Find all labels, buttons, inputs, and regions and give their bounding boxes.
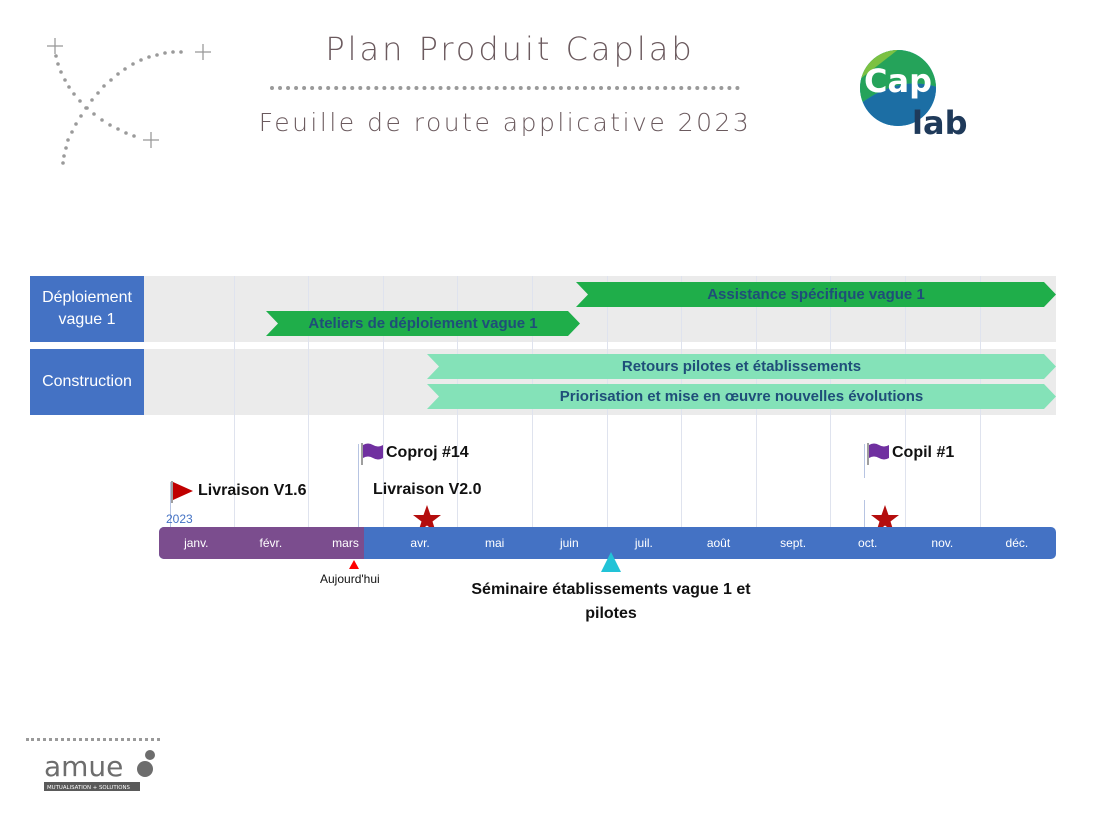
page-title: Plan Produit Caplab — [325, 30, 695, 68]
timeline-month-label: déc. — [1005, 536, 1029, 550]
purple-flag-icon — [361, 443, 383, 465]
bar-assistance-specifique[interactable]: Assistance spécifique vague 1 — [576, 282, 1056, 307]
timeline-month-label: sept. — [780, 536, 807, 550]
page-subtitle: Feuille de route applicative 2023 — [258, 108, 752, 137]
milestone-label-seminaire: Séminaire établissements vague 1 et pilo… — [471, 581, 751, 622]
milestone-line-coproj — [358, 444, 359, 527]
lane-label-construction: Construction — [30, 349, 144, 415]
purple-flag-icon — [867, 443, 889, 465]
milestone-label-coproj: Coproj #14 — [386, 444, 469, 461]
red-star-icon — [871, 505, 899, 532]
caplab-logo-top-text: Cap — [864, 62, 932, 100]
timeline-month-label: avr. — [410, 536, 430, 550]
timeline-elapsed-segment — [159, 527, 364, 559]
bar-retours-pilotes[interactable]: Retours pilotes et établissements — [427, 354, 1056, 379]
amue-tagline-text: MUTUALISATION + SOLUTIONS — [47, 785, 131, 791]
month-grid-line — [308, 276, 310, 527]
caplab-logo-bottom-text: lab — [912, 104, 967, 140]
bar-priorisation-evolutions[interactable]: Priorisation et mise en œuvre nouvelles … — [427, 384, 1056, 409]
red-flag-icon — [171, 481, 193, 503]
timeline-month-label: août — [706, 536, 731, 550]
timeline-month-label: janv. — [184, 536, 209, 550]
timeline-month-label: juin — [559, 536, 579, 550]
timeline-month-label: mai — [485, 536, 505, 550]
milestone-line-livraison-v16 — [170, 482, 171, 527]
red-star-icon — [413, 505, 441, 532]
timeline-month-label: oct. — [858, 536, 878, 550]
milestone-line-copil — [864, 444, 865, 478]
amue-logo: amue MUTUALISATION + SOLUTIONS — [44, 750, 155, 791]
milestone-label-livraison-v20: Livraison V2.0 — [373, 481, 482, 498]
footer-dotted-rule — [26, 738, 160, 741]
today-label: Aujourd'hui — [320, 572, 380, 586]
milestone-line-copil-lower — [864, 500, 865, 527]
timeline-year-label: 2023 — [166, 512, 193, 526]
timeline-month-label: juil. — [634, 536, 653, 550]
timeline-bar: janv. févr. mars avr. mai juin juil. août sept. o… — [159, 527, 1056, 559]
today-marker-icon — [349, 560, 359, 569]
amue-logo-text: amue — [44, 750, 123, 783]
cyan-triangle-icon — [601, 552, 621, 572]
timeline-month-label: mars — [332, 536, 359, 550]
lane-label-deploiement: Déploiement vague 1 — [30, 276, 144, 342]
title-divider — [270, 86, 740, 90]
decorative-dots-graphic — [47, 38, 211, 165]
month-grid-line — [382, 276, 384, 527]
caplab-logo: Cap lab — [860, 50, 967, 140]
milestone-label-copil: Copil #1 — [892, 444, 955, 461]
month-grid-line — [233, 276, 235, 527]
timeline-month-label: nov. — [931, 536, 954, 550]
bar-ateliers-deploiement[interactable]: Ateliers de déploiement vague 1 — [266, 311, 580, 336]
milestone-label-livraison-v16: Livraison V1.6 — [198, 482, 307, 499]
timeline-month-label: févr. — [259, 536, 283, 550]
